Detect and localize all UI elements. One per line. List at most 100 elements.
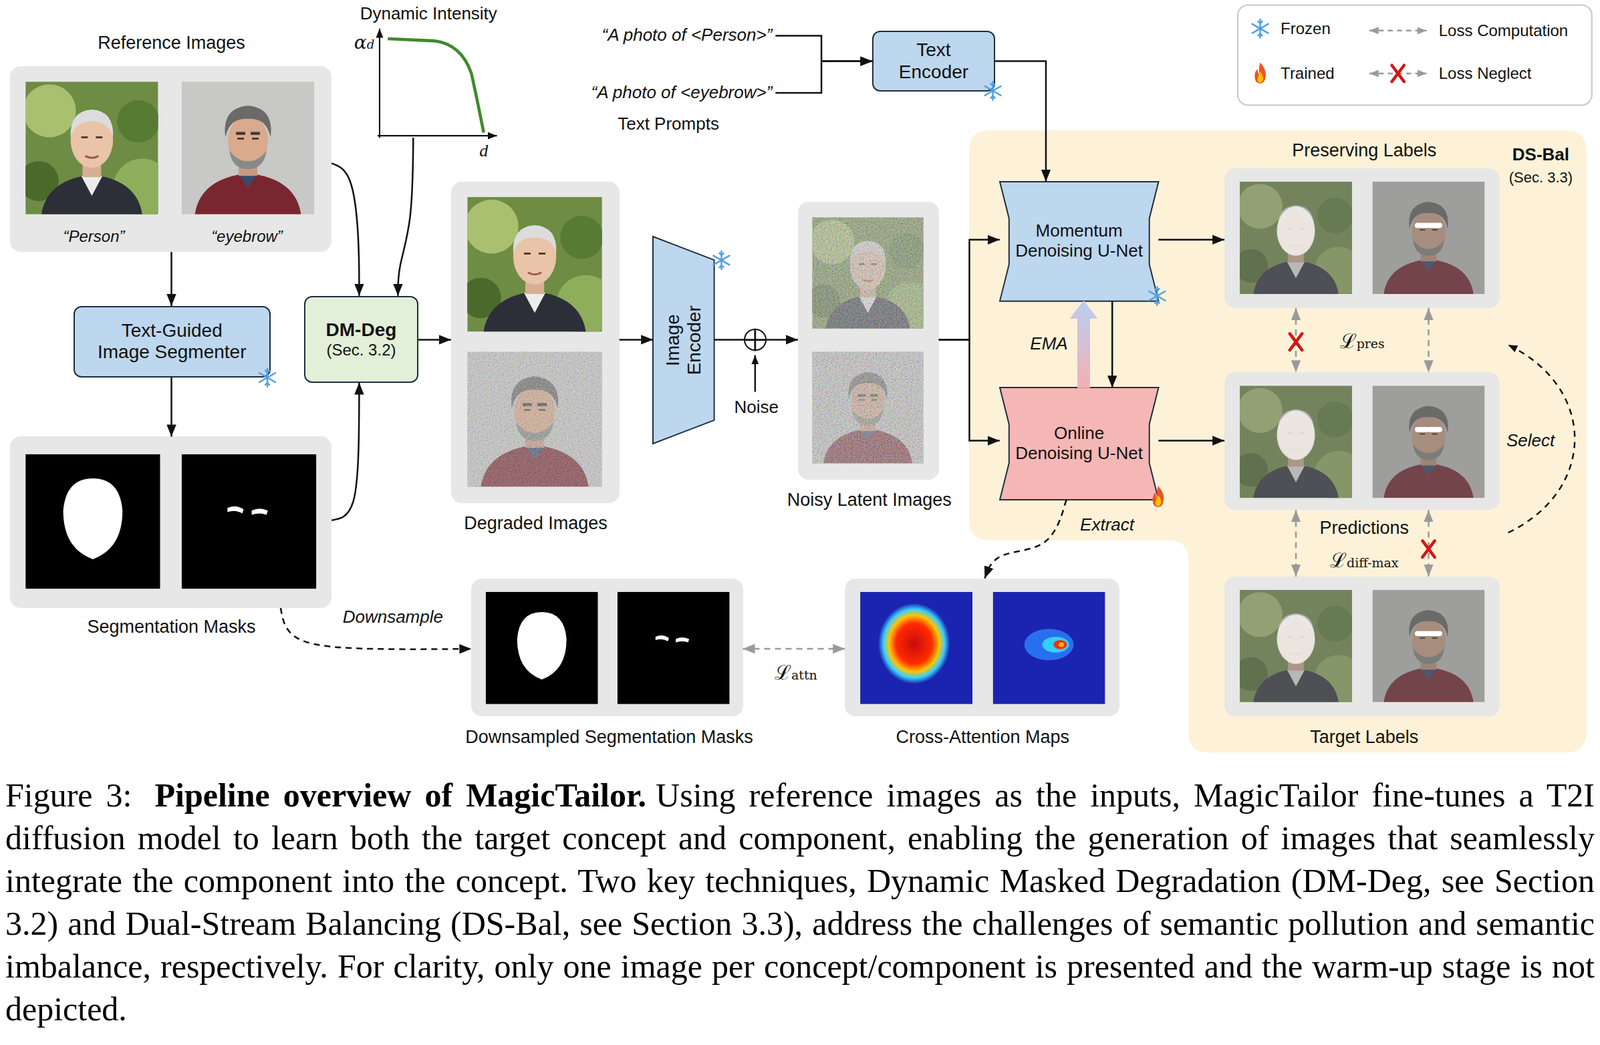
legend-entry: Frozen	[1280, 19, 1331, 39]
illustration-part	[860, 592, 973, 705]
text-anchor: Segmentation Masks	[86, 616, 256, 638]
free-label: Select	[1506, 431, 1555, 452]
illustration-part	[387, 38, 484, 133]
figure-title: Pipeline overview of MagicTailor.	[155, 776, 647, 815]
legend-frame	[1237, 5, 1592, 106]
illustration-part	[1369, 30, 1427, 32]
illustration-part	[460, 197, 616, 335]
intensity-plot: Dynamic Intensity	[379, 28, 498, 138]
illustration-part	[713, 251, 730, 270]
legend-entry: Loss Computation	[1438, 21, 1568, 41]
loss-label: ℒdiff-max	[1327, 549, 1401, 573]
legend-entry: Trained	[1280, 64, 1335, 83]
illustration-part	[1254, 62, 1266, 84]
loss-connector	[1427, 308, 1430, 373]
label-anchor: Extract	[1078, 515, 1137, 536]
figure-caption: Figure 3:Pipeline overview of MagicTailo…	[5, 773, 1595, 1031]
text-flow: Online Denoising U-Net	[999, 387, 1159, 500]
node-text: Online Denoising U-Net	[1014, 423, 1145, 464]
illustration-part	[18, 81, 172, 218]
label-anchor: d	[479, 141, 488, 162]
node-text: Momentum Denoising U-Net	[1014, 221, 1145, 262]
node-text: Noisy Latent Images	[787, 489, 952, 511]
illustration-part	[377, 135, 498, 137]
node-text: Degraded Images	[463, 513, 608, 535]
edge-label: Extract	[1078, 515, 1137, 536]
process-box: Text-Guided Image Segmenter	[73, 306, 271, 378]
sum-symbol	[743, 328, 767, 393]
illustration-part	[1152, 485, 1165, 508]
flow-arrow	[995, 61, 1046, 182]
illustration-part	[1392, 65, 1405, 82]
text-anchor: Target Labels	[1309, 727, 1419, 748]
text-prompt: “A photo of <Person>”	[598, 20, 776, 52]
flow-arrow	[1158, 239, 1225, 242]
encoder-block: Image Encoder	[652, 236, 715, 444]
illustration-part	[1234, 590, 1364, 705]
legend-text: Frozen	[1280, 19, 1331, 39]
shape-path	[652, 236, 715, 444]
text-anchor: Noise	[734, 397, 779, 418]
node-text: Reference Images	[97, 32, 246, 54]
flow-arrow	[766, 338, 798, 341]
flow-arrow	[1158, 439, 1225, 442]
flow-arrow	[418, 338, 452, 341]
text-anchor: Predictions	[1319, 517, 1410, 539]
node-text: Text-Guided Image Segmenter	[94, 320, 250, 363]
illustration-part	[1252, 19, 1269, 38]
label-anchor: Select	[1506, 431, 1555, 452]
node-text: Cross-Attention Maps	[895, 727, 1070, 748]
node-text: (Sec. 3.2)	[326, 340, 396, 360]
illustration-part	[1234, 181, 1364, 297]
node-text: DM-Deg	[326, 319, 397, 341]
loss-connector	[984, 499, 1066, 579]
shape-path	[999, 387, 1159, 500]
label-anchor: EMA	[1027, 334, 1070, 355]
illustration-part	[743, 328, 767, 352]
text-prompt: “A photo of <eyebrow>”	[588, 77, 776, 109]
illustration-part	[985, 81, 1002, 100]
illustration-part	[485, 592, 599, 705]
node-text: Text Encoder	[893, 39, 974, 83]
node-text: Predictions	[1319, 517, 1410, 539]
flow-arrow	[397, 137, 414, 297]
text-anchor: Preserving Labels	[1291, 140, 1437, 162]
label-anchor: αd	[354, 32, 375, 54]
illustration-part	[181, 454, 317, 590]
text-anchor: Dynamic Intensity	[360, 4, 498, 25]
node-text: “Person”	[62, 227, 125, 246]
flow-arrow	[939, 339, 1000, 441]
node-text: Noise	[734, 397, 779, 418]
text-anchor: Cross-Attention Maps	[895, 727, 1070, 748]
illustration-part	[806, 217, 935, 331]
node-text: “A photo of <Person>”	[601, 25, 772, 46]
loss-connector	[1295, 509, 1298, 577]
legend-text: Loss Computation	[1438, 21, 1568, 41]
legend-text: Trained	[1280, 64, 1335, 83]
node-text: Segmentation Masks	[86, 616, 256, 638]
illustration-part	[812, 352, 923, 464]
illustration-part	[1372, 181, 1486, 295]
text-flow: Text-Guided Image Segmenter	[74, 307, 270, 377]
shape-path	[969, 130, 1587, 753]
node-text: (Sec. 3.3)	[1509, 169, 1573, 186]
label-anchor: ℒattn	[772, 661, 820, 686]
illustration-part	[25, 454, 161, 590]
illustration-part	[1237, 5, 1592, 106]
encoder-block: Text Encoder	[872, 30, 995, 93]
text-anchor: “eyebrow”	[211, 227, 283, 246]
text-anchor: Noisy Latent Images	[787, 489, 952, 511]
text-flow: Text Encoder	[873, 32, 994, 91]
node-text: Target Labels	[1309, 727, 1419, 748]
text-flow: “A photo of <Person>”	[598, 20, 776, 52]
label-anchor: ℒdiff-max	[1327, 549, 1401, 573]
loss-connector	[743, 648, 846, 651]
loss-label: ℒattn	[772, 661, 820, 686]
loss-connector	[1427, 509, 1430, 577]
text-anchor: “Person”	[62, 227, 125, 246]
neglect-marks	[1289, 333, 1435, 557]
illustration-part	[1234, 385, 1364, 500]
illustration-part	[812, 352, 923, 464]
illustration-part	[812, 217, 923, 329]
loss-label: ℒpres	[1338, 330, 1387, 354]
